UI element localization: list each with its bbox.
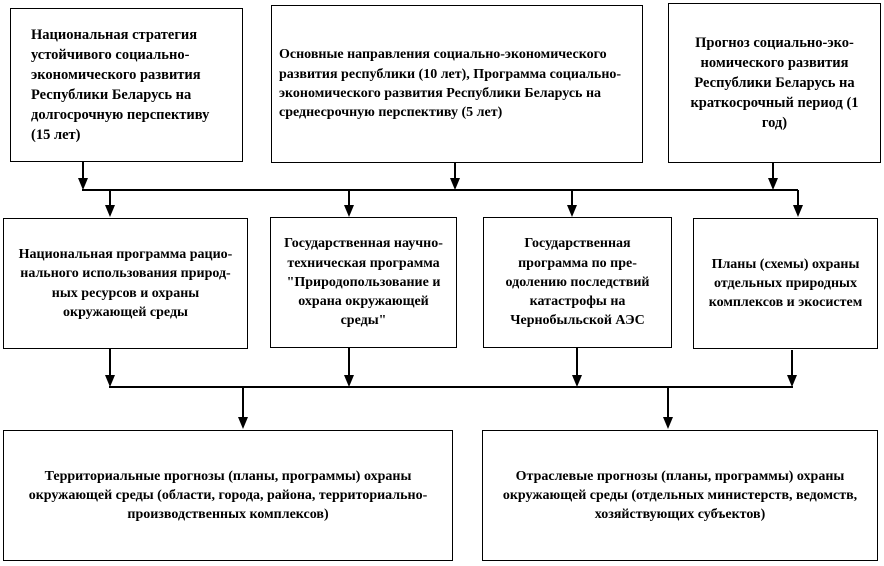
- arrow-down-bottom2: [663, 417, 673, 429]
- box-chernobyl-consequences-program-text: Государственная программа по пре- одолен…: [505, 236, 650, 329]
- arrow-down-bus2-from-mid4: [787, 375, 797, 387]
- box-main-directions-and-program: Основные направления социально-экономиче…: [271, 5, 643, 163]
- connector-line-mid2-down: [348, 348, 350, 376]
- connector-line-to-mid4: [797, 190, 799, 206]
- arrow-down-top2: [450, 178, 460, 190]
- arrow-down-top1: [78, 178, 88, 190]
- box-plans-schemes-ecosystems-text: Планы (схемы) охраны отдельных природных…: [708, 256, 863, 311]
- box-short-term-forecast-1y-text: Прогноз социально-эко- номического разви…: [690, 35, 859, 131]
- box-national-program-natural-resources-text: Национальная программа рацио- нального и…: [18, 246, 233, 320]
- connector-line-to-bottom2: [667, 387, 669, 418]
- box-main-directions-and-program-text: Основные направления социально-экономиче…: [279, 47, 622, 121]
- connector-line-to-bottom1: [242, 387, 244, 418]
- box-national-strategy-15y: Национальная стратегия устойчивого социа…: [10, 8, 243, 162]
- box-national-program-natural-resources: Национальная программа рацио- нального и…: [3, 218, 248, 349]
- arrow-down-bottom1: [238, 417, 248, 429]
- connector-line-to-mid2: [348, 190, 350, 206]
- box-state-scientific-technical-program-text: Государственная научно- техническая прог…: [284, 236, 443, 329]
- connector-bus-line-1: [82, 189, 798, 191]
- arrow-down-mid3: [567, 205, 577, 217]
- connector-line-top3-down: [772, 163, 774, 179]
- arrow-down-top3: [768, 178, 778, 190]
- connector-line-top2-down: [454, 163, 456, 179]
- box-sectoral-forecasts: Отраслевые прогнозы (планы, программы) о…: [482, 430, 878, 561]
- arrow-down-mid2: [344, 205, 354, 217]
- arrow-down-mid4: [793, 205, 803, 217]
- box-national-strategy-15y-text: Национальная стратегия устойчивого социа…: [31, 27, 210, 143]
- connector-line-to-mid1: [109, 190, 111, 206]
- connector-line-mid1-down: [109, 349, 111, 376]
- connector-line-top1-down: [82, 162, 84, 179]
- arrow-down-bus2-from-mid1: [105, 375, 115, 387]
- box-state-scientific-technical-program: Государственная научно- техническая прог…: [270, 217, 457, 348]
- arrow-down-bus2-from-mid2: [344, 375, 354, 387]
- connector-line-mid3-down: [576, 348, 578, 376]
- arrow-down-mid1: [105, 205, 115, 217]
- box-territorial-forecasts: Территориальные прогнозы (планы, програм…: [3, 430, 453, 561]
- box-territorial-forecasts-text: Территориальные прогнозы (планы, програм…: [28, 468, 428, 523]
- connector-bus-line-2: [109, 386, 793, 388]
- box-short-term-forecast-1y: Прогноз социально-эко- номического разви…: [668, 3, 881, 163]
- box-sectoral-forecasts-text: Отраслевые прогнозы (планы, программы) о…: [502, 468, 858, 523]
- box-chernobyl-consequences-program: Государственная программа по пре- одолен…: [483, 217, 672, 348]
- connector-line-to-mid3: [571, 190, 573, 206]
- box-plans-schemes-ecosystems: Планы (схемы) охраны отдельных природных…: [693, 218, 878, 349]
- arrow-down-bus2-from-mid3: [572, 375, 582, 387]
- connector-line-mid4-down: [791, 350, 793, 376]
